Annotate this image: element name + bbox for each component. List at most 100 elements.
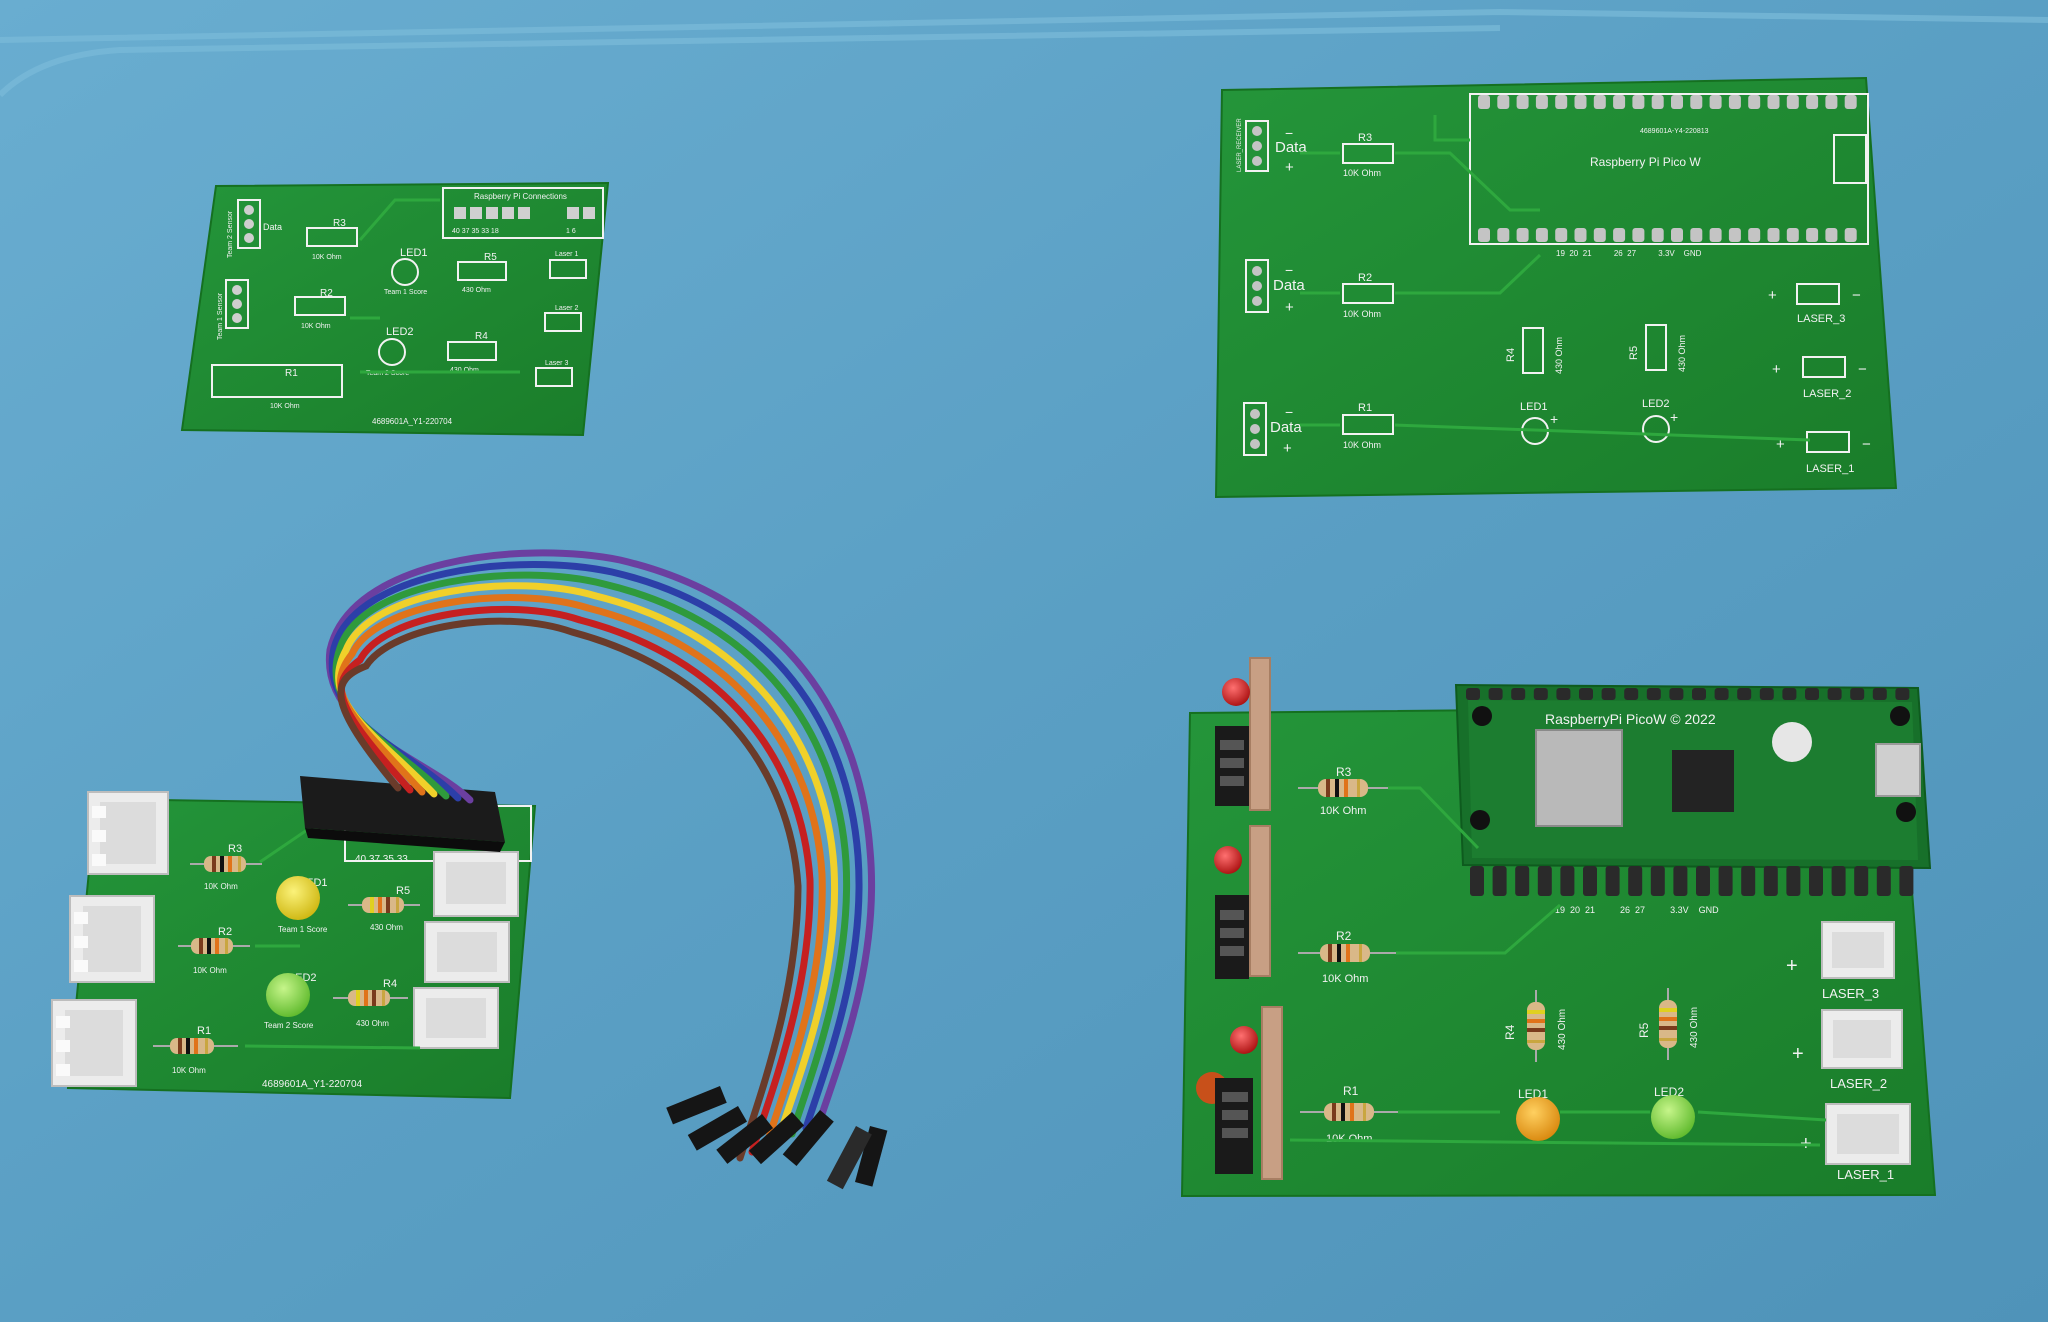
pico-pin (1556, 688, 1571, 700)
pico-pad (1593, 228, 1606, 242)
r2-label-asm-lg: R2 (1336, 929, 1352, 943)
wire-plug-1 (854, 1126, 888, 1187)
pico-pad (1478, 228, 1490, 242)
sensor-connector-2 (69, 895, 155, 983)
pico-pin-row-bottom (1470, 866, 1914, 896)
pico-pad (1748, 95, 1761, 109)
pico-pad (1478, 95, 1490, 109)
bootsel-button (1772, 722, 1812, 762)
r5-resistor (348, 897, 420, 913)
team-sensor-header-3 (211, 364, 343, 398)
receiver3-label: LASER_RECEIVER (1237, 118, 1243, 172)
r4-label-asm: R4 (383, 978, 397, 990)
pico-pin (1895, 688, 1910, 700)
wire-plug-3 (782, 1110, 834, 1167)
laser1-header (549, 259, 587, 279)
pico-pad (1767, 95, 1780, 109)
laser-connector-2 (424, 921, 510, 983)
pico-pad (1574, 95, 1587, 109)
laser3-connector-lg (1821, 921, 1895, 979)
r3-label-asm: R3 (228, 843, 242, 855)
r4-label: R4 (475, 331, 488, 342)
wire-plug-5 (716, 1114, 774, 1164)
r1-value: 10K Ohm (270, 403, 300, 410)
pico-pin-row-top (1466, 688, 1910, 700)
pico-pin (1759, 688, 1774, 700)
data-label-3: Data (1270, 419, 1302, 436)
laser1-label-lg: LASER_1 (1806, 463, 1854, 475)
r3-resistor (190, 856, 262, 872)
laser2-label-asm: LASER_2 (1830, 1076, 1887, 1091)
r3-value-asm: 10K Ohm (204, 882, 238, 891)
pico-pad (1767, 228, 1780, 242)
pico-pad (1535, 228, 1548, 242)
pico-pin (1579, 688, 1593, 700)
pico-pin (1470, 866, 1484, 896)
large-bare-pcb: 4689601A-Y4-220813 Raspberry Pi Pico W 1… (1214, 76, 1898, 499)
laser1-header-lg (1806, 431, 1850, 453)
pico-pin-numbers-asm: 19 20 21 26 27 3.3V GND (1555, 905, 1719, 915)
led1-yellow (276, 876, 320, 920)
laser3-plus: + (1768, 287, 1777, 304)
micro-usb (1875, 743, 1921, 797)
pico-silk: RaspberryPi PicoW © 2022 (1545, 711, 1716, 727)
r2-label: R2 (320, 288, 333, 299)
r4-value-lg: 430 Ohm (1554, 337, 1564, 374)
laser1-plus: + (1776, 436, 1785, 453)
pico-pin (1737, 688, 1752, 700)
pico-pin (1809, 866, 1823, 896)
data-label-2: Data (1273, 277, 1305, 294)
laser3-plus-asm: + (1786, 955, 1798, 977)
pico-pin (1650, 866, 1665, 896)
r3-label: R3 (333, 218, 346, 229)
large-assembled-pcb: RaspberryPi PicoW © 2022 19 20 21 26 27 … (1180, 657, 1937, 1198)
r2-value-asm: 10K Ohm (193, 966, 227, 975)
r3-resistor-lg (1298, 779, 1388, 797)
r1-label: R1 (285, 368, 298, 379)
r5-value-asm-lg: 430 Ohm (1689, 1007, 1700, 1048)
pico-pin (1583, 866, 1597, 896)
pico-pin (1646, 688, 1661, 700)
r4-label-lg: R4 (1505, 348, 1517, 362)
r1-label-lg: R1 (1358, 402, 1372, 414)
r1-resistor-lg (1300, 1103, 1398, 1121)
usb-outline (1833, 134, 1867, 184)
pico-pad (1748, 228, 1761, 242)
laser3-label-asm: LASER_3 (1822, 986, 1879, 1001)
r3-label-lg: R3 (1358, 132, 1372, 144)
wifi-shield (1535, 729, 1623, 827)
led2-label: LED2 (386, 326, 414, 338)
pico-pad (1632, 95, 1645, 109)
team2-sensor-header (237, 199, 261, 249)
pico-pad (1613, 95, 1626, 109)
pico-pin (1560, 866, 1575, 896)
sensor-connector-3 (87, 791, 169, 875)
pico-pin (1854, 866, 1869, 896)
data-label-1: Data (1275, 139, 1307, 156)
pico-pad (1690, 95, 1703, 109)
pi-connections-box (442, 187, 604, 239)
r2-value: 10K Ohm (301, 323, 331, 330)
pico-pad (1728, 95, 1741, 109)
led2-green-lg (1651, 1095, 1695, 1139)
pico-top-pads (1478, 95, 1857, 109)
pico-pin (1872, 688, 1887, 700)
r3-footprint (306, 227, 358, 247)
team2-sensor-label: Team 2 Sensor (227, 210, 234, 258)
laser1-label-asm: LASER_1 (1837, 1167, 1894, 1182)
pico-pin (1537, 866, 1552, 896)
pico-pad (1593, 95, 1606, 109)
r5-value: 430 Ohm (462, 287, 491, 294)
laser-receiver-3 (1215, 657, 1271, 811)
plus-1: + (1285, 159, 1294, 176)
pico-pad (1709, 95, 1722, 109)
r2-resistor-lg (1298, 944, 1396, 962)
laser3-label: Laser 3 (545, 360, 568, 367)
laser2-header-lg (1802, 356, 1846, 378)
pico-pin (1696, 866, 1710, 896)
sensor-connector-1 (51, 999, 137, 1087)
r5-footprint (457, 261, 507, 281)
laser3-minus: − (1852, 287, 1861, 304)
led1-caption-asm: Team 1 Score (278, 925, 328, 934)
r2-label-asm: R2 (218, 926, 232, 938)
